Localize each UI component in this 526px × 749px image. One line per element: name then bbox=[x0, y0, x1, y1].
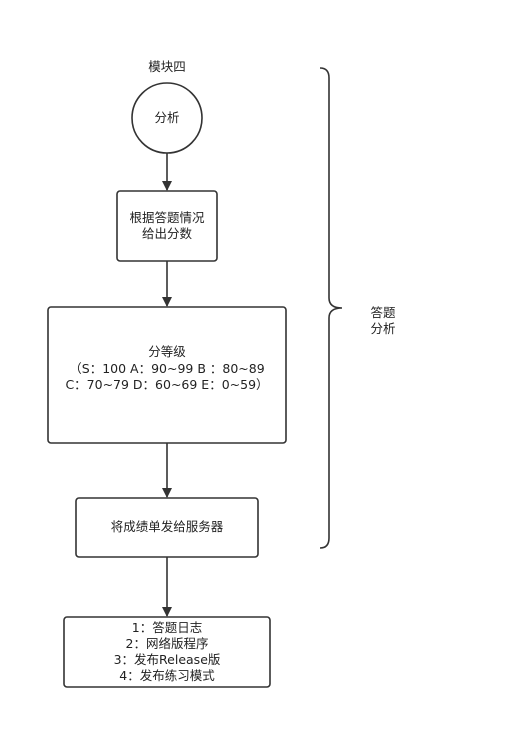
send-box-text: 将成绩单发给服务器 bbox=[110, 519, 224, 534]
output-item-4: 4：发布练习模式 bbox=[119, 668, 215, 683]
output-item-2: 2：网络版程序 bbox=[125, 636, 209, 651]
score-line-2: 给出分数 bbox=[141, 226, 192, 241]
output-item-3: 3：发布Release版 bbox=[113, 652, 221, 667]
score-line-1: 根据答题情况 bbox=[129, 210, 205, 225]
outputs-box bbox=[63, 616, 271, 688]
grade-title: 分等级 bbox=[148, 344, 186, 359]
grade-line-1: （S：100 A：90~99 B ：80~89 bbox=[69, 361, 265, 376]
brace-label-line-1: 答题 bbox=[370, 305, 396, 320]
grade-line-2: C：70~79 D：60~69 E：0~59） bbox=[65, 377, 269, 392]
output-item-1: 1：答题日志 bbox=[131, 620, 203, 635]
brace-label: 答题 分析 bbox=[356, 305, 410, 337]
outputs-box-text: 1：答题日志 2：网络版程序 3：发布Release版 4：发布练习模式 bbox=[64, 620, 270, 684]
right-curly-brace bbox=[319, 67, 343, 549]
score-box-text: 根据答题情况 给出分数 bbox=[117, 210, 217, 242]
module-title: 模块四 bbox=[148, 59, 186, 74]
grade-box-text: 分等级 （S：100 A：90~99 B ：80~89 C：70~79 D：60… bbox=[48, 344, 286, 393]
circle-label: 分析 bbox=[154, 110, 180, 125]
brace-label-line-2: 分析 bbox=[370, 321, 396, 336]
